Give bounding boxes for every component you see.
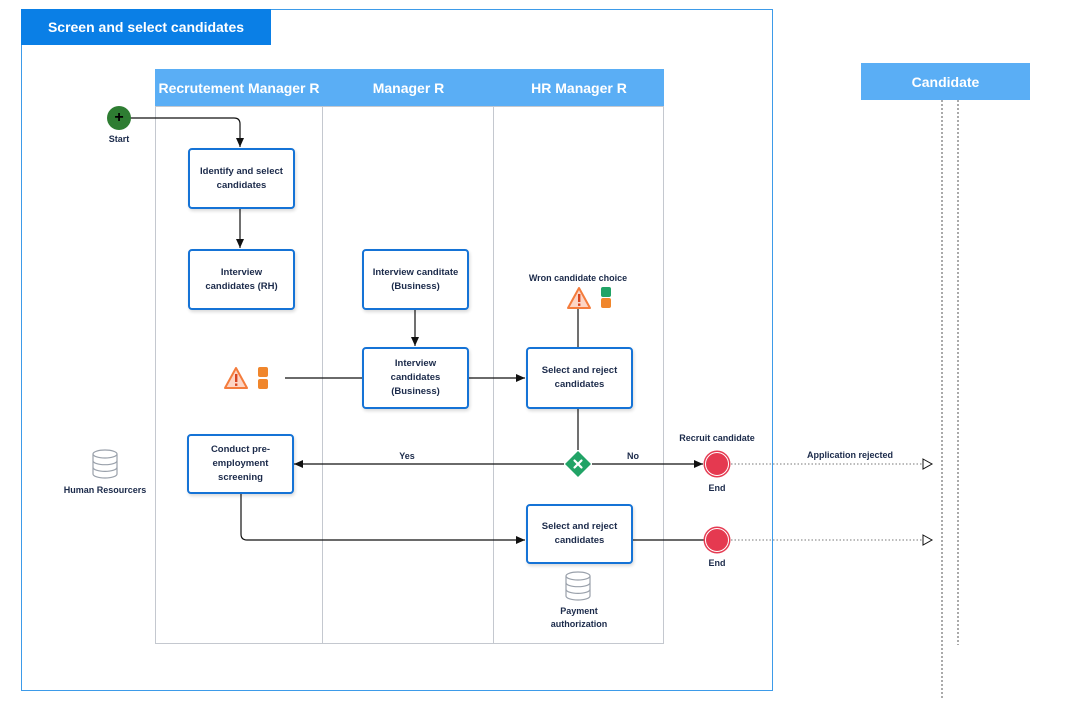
plus-icon: +	[114, 109, 124, 126]
end-event[interactable]	[705, 528, 729, 552]
lane-header-hr-manager: HR Manager R	[494, 69, 664, 106]
task-conduct-screening[interactable]: Conduct pre-employment screening	[187, 434, 294, 494]
status-square-icon	[258, 379, 268, 389]
database-icon	[92, 449, 118, 479]
end-event[interactable]	[705, 452, 729, 476]
database-icon	[565, 571, 591, 601]
start-event[interactable]: +	[107, 106, 131, 130]
status-square-icon	[601, 298, 611, 308]
task-identify-select[interactable]: Identify and select candidates	[188, 148, 295, 209]
lanes-area	[155, 106, 664, 644]
end-label: End	[708, 558, 726, 568]
task-interview-business-1[interactable]: Interview canditate (Business)	[362, 249, 469, 310]
wrong-choice-label: Wron candidate choice	[528, 273, 628, 283]
payment-authorization-label: Payment authorization	[550, 606, 608, 629]
lane-header-manager: Manager R	[323, 69, 494, 106]
exclusive-gateway[interactable]	[565, 451, 591, 477]
lane-divider	[493, 106, 494, 644]
warning-icon	[566, 286, 592, 310]
yes-label: Yes	[399, 451, 415, 461]
application-rejected-label: Application rejected	[806, 450, 894, 460]
task-select-reject-2[interactable]: Select and reject candidates	[526, 504, 633, 564]
candidate-header: Candidate	[861, 63, 1030, 100]
task-interview-business-2[interactable]: Interview candidates (Business)	[362, 347, 469, 409]
recruit-label: Recruit candidate	[679, 433, 755, 443]
task-select-reject-1[interactable]: Select and reject candidates	[526, 347, 633, 409]
lane-header-recruitment: Recrutement Manager R	[155, 69, 323, 106]
end-label: End	[708, 483, 726, 493]
task-interview-rh[interactable]: Interview candidates (RH)	[188, 249, 295, 310]
lane-divider	[322, 106, 323, 644]
warning-icon	[223, 366, 249, 390]
status-square-icon	[258, 367, 268, 377]
pool-title: Screen and select candidates	[21, 9, 271, 45]
status-square-icon	[601, 287, 611, 297]
no-label: No	[627, 451, 639, 461]
pool-border	[21, 9, 773, 691]
human-resources-label: Human Resourcers	[63, 485, 147, 495]
start-label: Start	[108, 134, 130, 144]
